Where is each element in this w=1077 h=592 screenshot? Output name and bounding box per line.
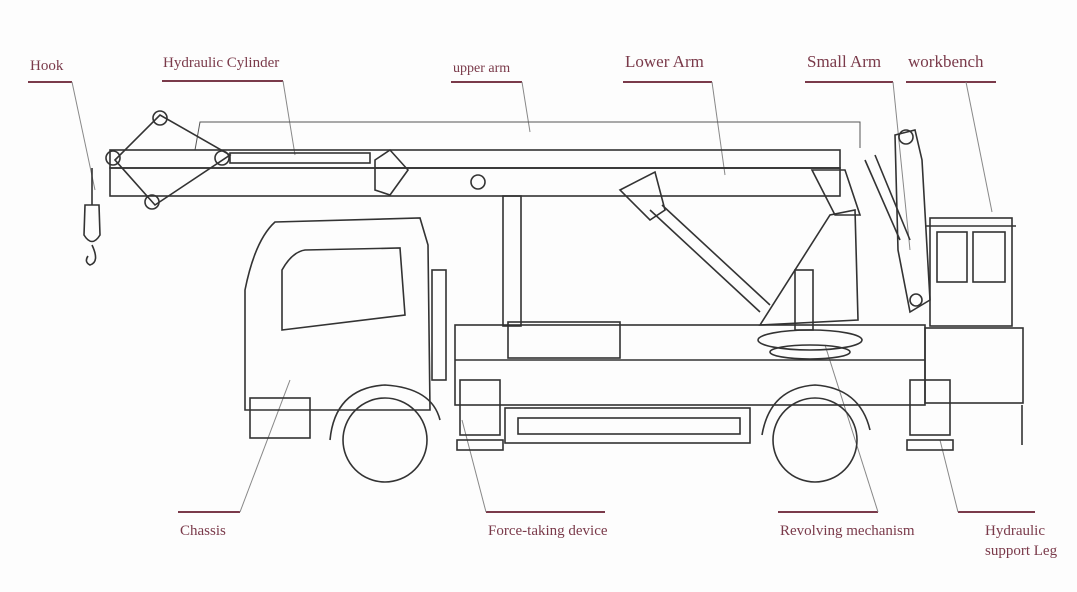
label-hydraulic-support-leg-1: Hydraulic bbox=[985, 523, 1045, 539]
label-workbench: workbench bbox=[908, 52, 984, 71]
chassis bbox=[244, 217, 1024, 483]
boom bbox=[83, 110, 1016, 360]
label-underlines bbox=[28, 80, 1035, 513]
label-hydraulic-support-leg-2: support Leg bbox=[985, 543, 1058, 559]
label-chassis: Chassis bbox=[180, 523, 226, 539]
label-upper-arm: upper arm bbox=[453, 61, 511, 76]
label-small-arm: Small Arm bbox=[807, 52, 882, 71]
leader-lines bbox=[71, 80, 993, 513]
label-revolving-mechanism: Revolving mechanism bbox=[780, 523, 915, 539]
label-force-taking-device: Force-taking device bbox=[488, 523, 608, 539]
label-hydraulic-cylinder: Hydraulic Cylinder bbox=[163, 55, 280, 71]
label-lower-arm: Lower Arm bbox=[625, 52, 704, 71]
label-hook: Hook bbox=[30, 58, 64, 74]
